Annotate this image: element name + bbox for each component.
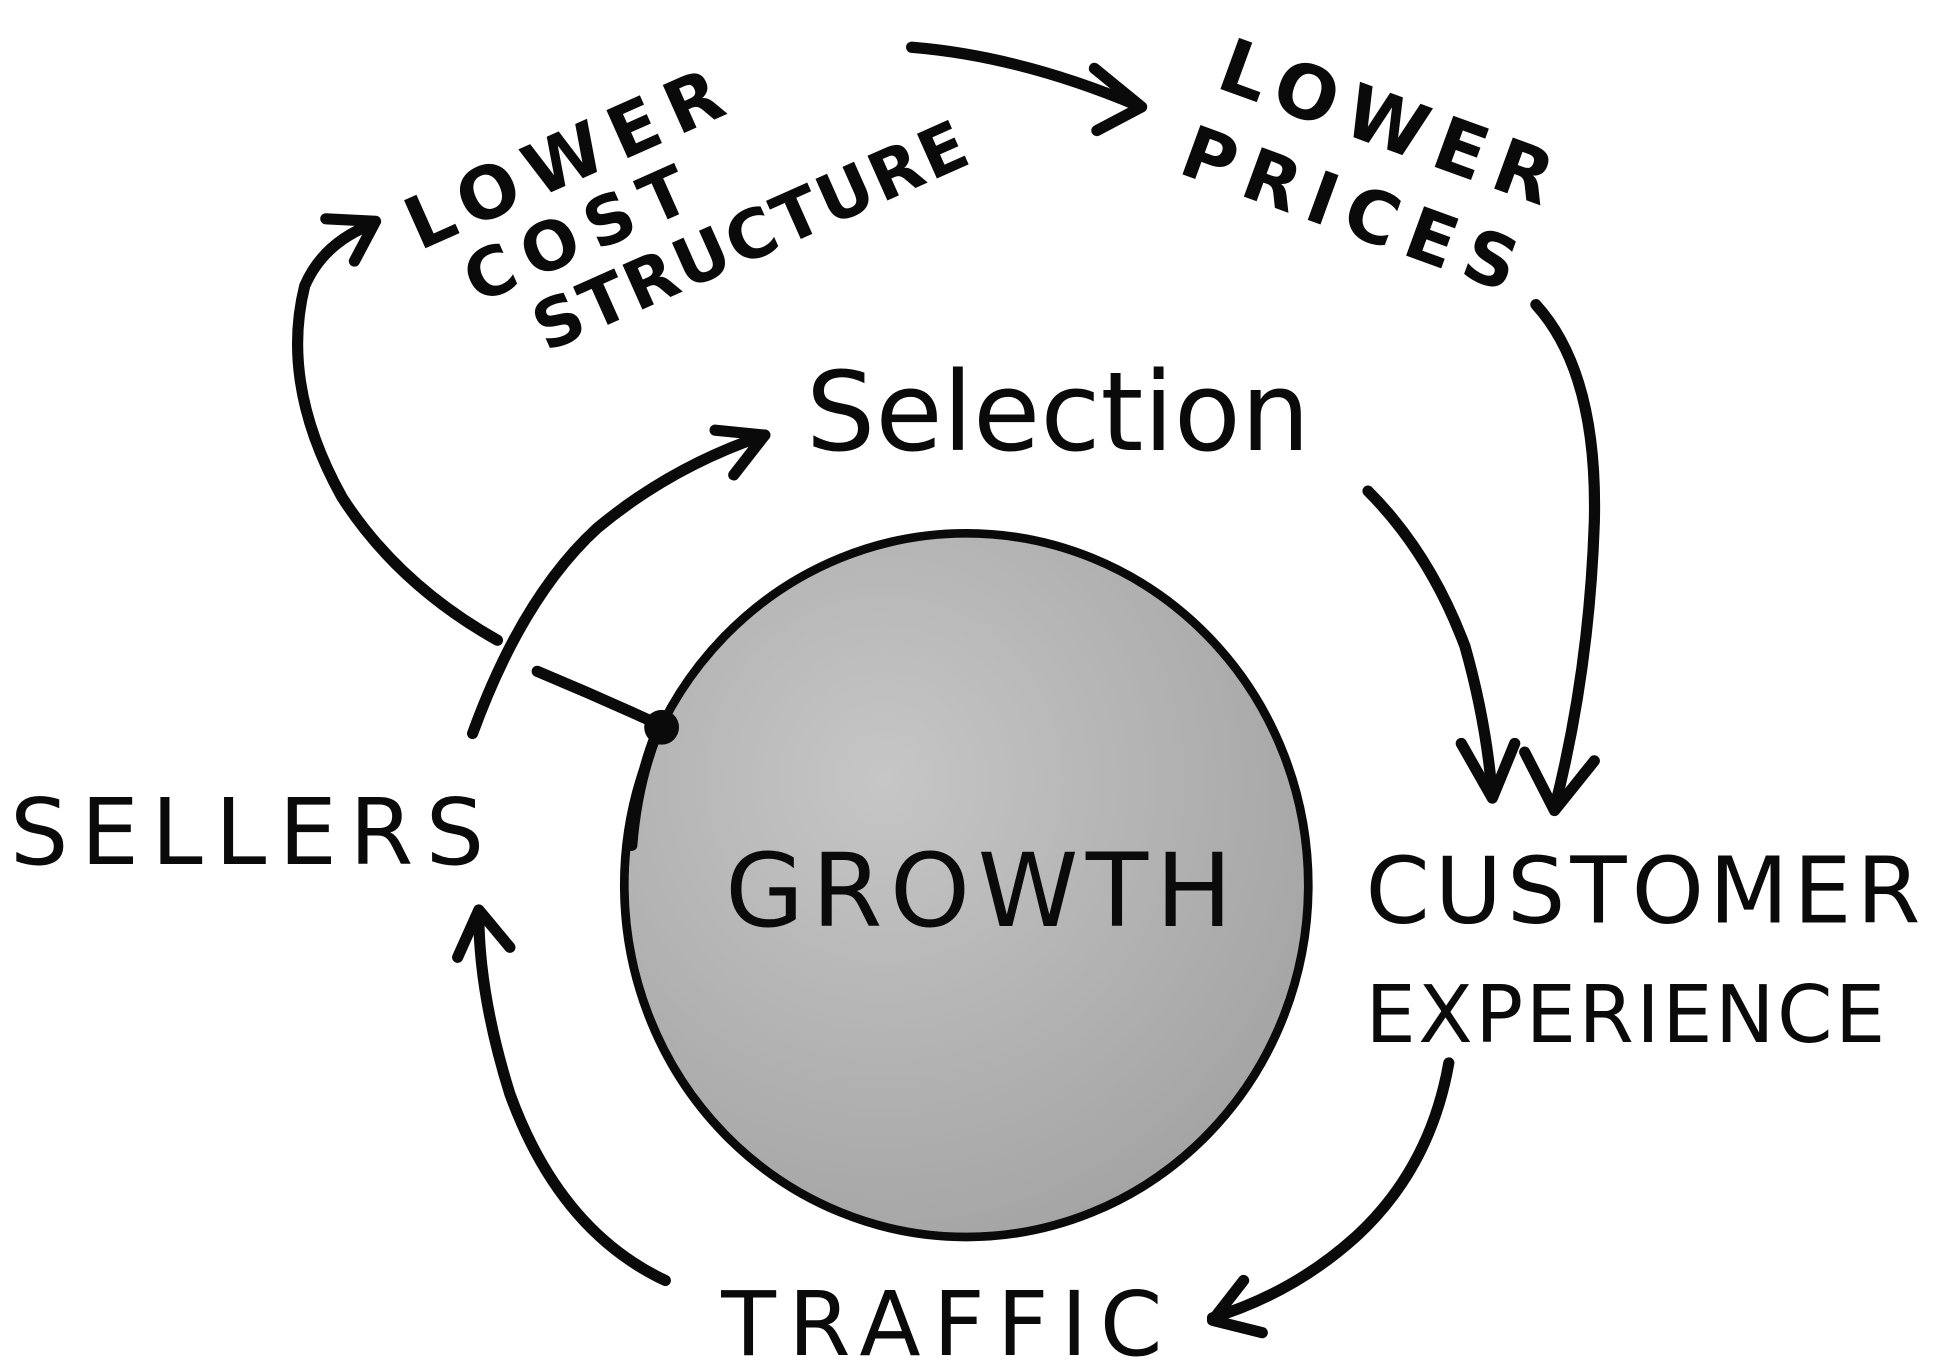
- growth-label: Growth: [725, 832, 1240, 951]
- arrow-customer-to-traffic: [1206, 1057, 1455, 1339]
- arrow-selection-to-customer: [1362, 485, 1521, 804]
- lower-cost-structure-label: Lower Cost Structure: [392, 48, 981, 367]
- growth-circle-rim-accent: [626, 727, 663, 851]
- growth-node: Growth: [619, 528, 1313, 1242]
- selection-label: Selection: [806, 348, 1310, 476]
- growth-spoke-line: [531, 665, 663, 730]
- arrow-traffic-to-sellers: [452, 904, 671, 1287]
- arrow-growth-to-lower-cost: [292, 213, 504, 646]
- sellers-label: Sellers: [10, 779, 497, 886]
- arrow-lower-cost-to-lower-prices: [905, 41, 1148, 137]
- growth-circle: [619, 528, 1313, 1242]
- customer-label-line2: Experience: [1365, 968, 1887, 1061]
- customer-label-line1: Customer: [1365, 837, 1925, 944]
- traffic-label: Traffic: [720, 1273, 1174, 1370]
- arrow-sellers-to-selection: [466, 424, 771, 740]
- lower-prices-label: Lower Prices: [1170, 22, 1577, 314]
- arrow-lower-prices-to-customer: [1519, 298, 1601, 817]
